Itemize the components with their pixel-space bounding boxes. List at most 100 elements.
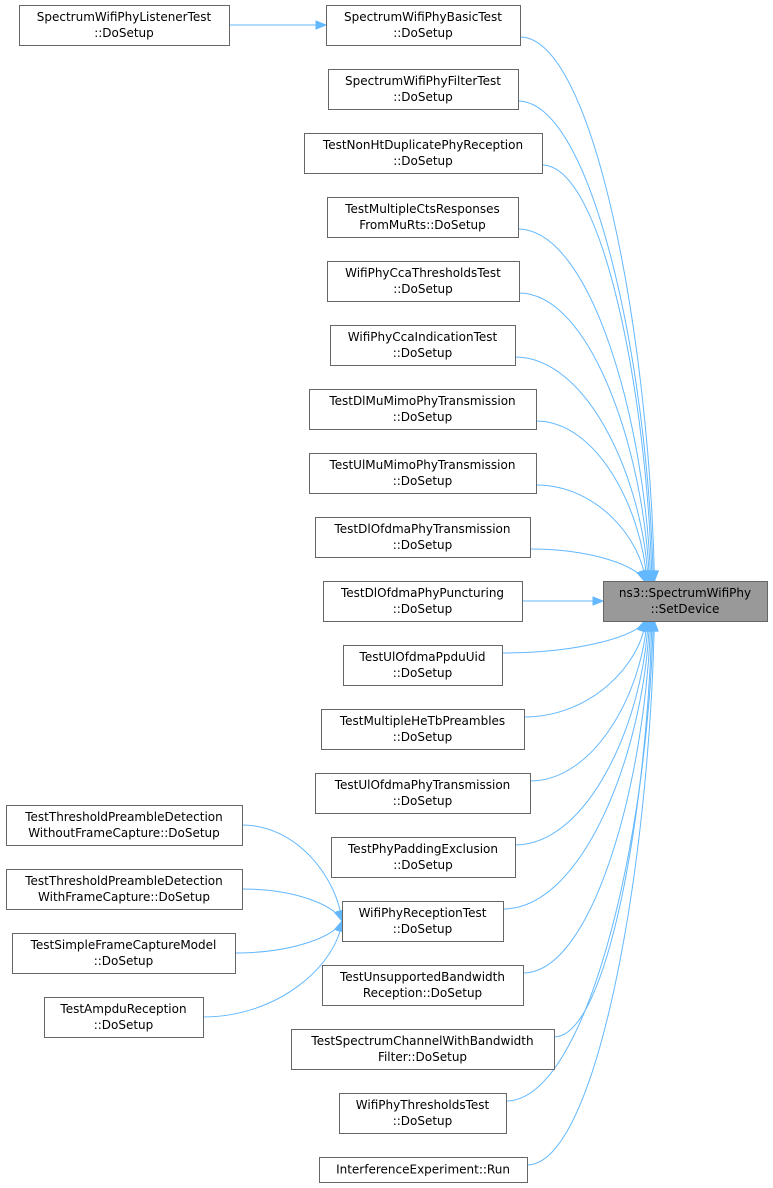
edge-multicts-to-target [517,228,652,582]
node-box [339,1093,507,1134]
node-box [330,325,516,366]
caller-node-ppduuid[interactable]: TestUlOfdmaPpduUid::DoSetup [343,645,503,686]
node-label-line: InterferenceExperiment::Run [336,1163,510,1177]
caller-node-dlofdma[interactable]: TestDlOfdmaPhyTransmission::DoSetup [315,517,531,558]
node-label-line: ::DoSetup [94,26,154,40]
node-box [322,965,524,1006]
caller-node-unsupbw[interactable]: TestUnsupportedBandwidthReception::DoSet… [322,965,524,1006]
edge-reception-to-target [502,620,650,910]
caller-node-noframe[interactable]: TestThresholdPreambleDetectionWithoutFra… [6,805,243,846]
caller-node-simplecap[interactable]: TestSimpleFrameCaptureModel::DoSetup [12,933,236,974]
edge-ccaind-to-target [514,356,649,582]
caller-node-nonht[interactable]: TestNonHtDuplicatePhyReception::DoSetup [304,133,543,174]
node-label-line: ::DoSetup [393,474,453,488]
edge-dlofdma-to-target [529,548,645,582]
edge-withframe-to-reception [241,888,343,922]
caller-node-hetb[interactable]: TestMultipleHeTbPreambles::DoSetup [321,709,525,750]
node-label-line: SpectrumWifiPhyBasicTest [344,10,502,24]
node-box [603,581,768,622]
node-label-line: TestUlOfdmaPpduUid [359,650,486,664]
caller-node-thresh[interactable]: WifiPhyThresholdsTest::DoSetup [339,1093,507,1134]
edge-unsupbw-to-target [522,620,652,974]
node-label-line: ::DoSetup [94,954,154,968]
edge-ulmumimo-to-target [535,484,647,582]
caller-node-listener[interactable]: SpectrumWifiPhyListenerTest::DoSetup [19,5,230,46]
node-box [327,197,519,238]
edge-ulofdma-to-target [529,620,648,782]
caller-node-ulofdma[interactable]: TestUlOfdmaPhyTransmission::DoSetup [315,773,531,814]
node-label-line: TestThresholdPreambleDetection [24,874,223,888]
node-box [343,645,503,686]
node-label-line: ::DoSetup [393,730,453,744]
edge-ppduuid-to-target [501,620,645,654]
node-box [315,517,531,558]
node-label-line: TestNonHtDuplicatePhyReception [322,138,523,152]
caller-node-multicts[interactable]: TestMultipleCtsResponsesFromMuRts::DoSet… [327,197,519,238]
caller-node-ulmumimo[interactable]: TestUlMuMimoPhyTransmission::DoSetup [309,453,537,494]
edge-ccathr-to-target [518,292,650,582]
node-label-line: WithoutFrameCapture::DoSetup [28,826,220,840]
edge-hetb-to-target [523,620,647,718]
node-label-line: Filter::DoSetup [378,1050,467,1064]
node-label-line: WifiPhyCcaIndicationTest [348,330,498,344]
caller-node-filter[interactable]: SpectrumWifiPhyFilterTest::DoSetup [328,69,519,110]
edge-nonht-to-target [541,164,653,582]
node-box [331,837,516,878]
node-label-line: WifiPhyCcaThresholdsTest [345,266,501,280]
caller-node-reception[interactable]: WifiPhyReceptionTest::DoSetup [342,901,504,942]
arrowhead-withframe-to-reception [334,909,344,923]
node-label-line: TestUlOfdmaPhyTransmission [334,778,511,792]
node-label-line: ::DoSetup [393,602,453,616]
node-label-line: TestMultipleHeTbPreambles [339,714,505,728]
caller-node-padding[interactable]: TestPhyPaddingExclusion::DoSetup [331,837,516,878]
node-label-line: SpectrumWifiPhyFilterTest [345,74,501,88]
node-box [319,1157,528,1183]
node-label-line: TestDlMuMimoPhyTransmission [328,394,515,408]
node-label-line: TestAmpduReception [59,1002,186,1016]
edges-layer [202,20,660,1166]
node-label-line: ::DoSetup [393,858,453,872]
node-label-line: ::DoSetup [393,26,453,40]
caller-node-basic[interactable]: SpectrumWifiPhyBasicTest::DoSetup [326,5,521,46]
edge-ampdu-to-reception [202,920,343,1018]
caller-node-ccaind[interactable]: WifiPhyCcaIndicationTest::DoSetup [330,325,516,366]
caller-node-ccathr[interactable]: WifiPhyCcaThresholdsTest::DoSetup [327,261,520,302]
nodes-layer: ns3::SpectrumWifiPhy::SetDevice SpectrumW… [6,5,768,1183]
node-label-line: ::DoSetup [393,346,453,360]
node-box [323,581,523,622]
node-box [326,5,521,46]
caller-node-chanbw[interactable]: TestSpectrumChannelWithBandwidthFilter::… [291,1029,555,1070]
caller-node-interf[interactable]: InterferenceExperiment::Run [319,1157,528,1183]
node-label-line: ::DoSetup [393,410,453,424]
node-label-line: TestSpectrumChannelWithBandwidth [310,1034,533,1048]
node-box [6,805,243,846]
node-box [12,933,236,974]
node-label-line: ::DoSetup [94,1018,154,1032]
arrowhead-interf-to-target [649,619,659,632]
caller-node-dlpunct[interactable]: TestDlOfdmaPhyPuncturing::DoSetup [323,581,523,622]
node-label-line: TestUlMuMimoPhyTransmission [329,458,516,472]
node-label-line: FromMuRts::DoSetup [359,218,486,232]
node-box [44,997,204,1038]
edge-dlmumimo-to-target [535,420,648,582]
caller-node-ampdu[interactable]: TestAmpduReception::DoSetup [44,997,204,1038]
edge-thresh-to-target [505,620,654,1102]
node-label-line: ::DoSetup [393,538,453,552]
node-label-line: TestMultipleCtsResponses [344,202,500,216]
node-box [291,1029,555,1070]
node-label-line: TestUnsupportedBandwidth [339,970,505,984]
target-node-target[interactable]: ns3::SpectrumWifiPhy::SetDevice [603,581,768,622]
node-label-line: TestThresholdPreambleDetection [24,810,223,824]
edge-filter-to-target [517,100,654,582]
node-box [309,389,537,430]
arrowhead-dlpunct-to-target [592,596,605,606]
node-box [342,901,504,942]
node-label-line: SpectrumWifiPhyListenerTest [37,10,212,24]
caller-node-withframe[interactable]: TestThresholdPreambleDetectionWithFrameC… [6,869,243,910]
caller-node-dlmumimo[interactable]: TestDlMuMimoPhyTransmission::DoSetup [309,389,537,430]
node-label-line: WifiPhyReceptionTest [359,906,487,920]
node-label-line: ::DoSetup [393,922,453,936]
edge-basic-to-target [519,36,656,582]
edge-chanbw-to-target [553,620,653,1038]
